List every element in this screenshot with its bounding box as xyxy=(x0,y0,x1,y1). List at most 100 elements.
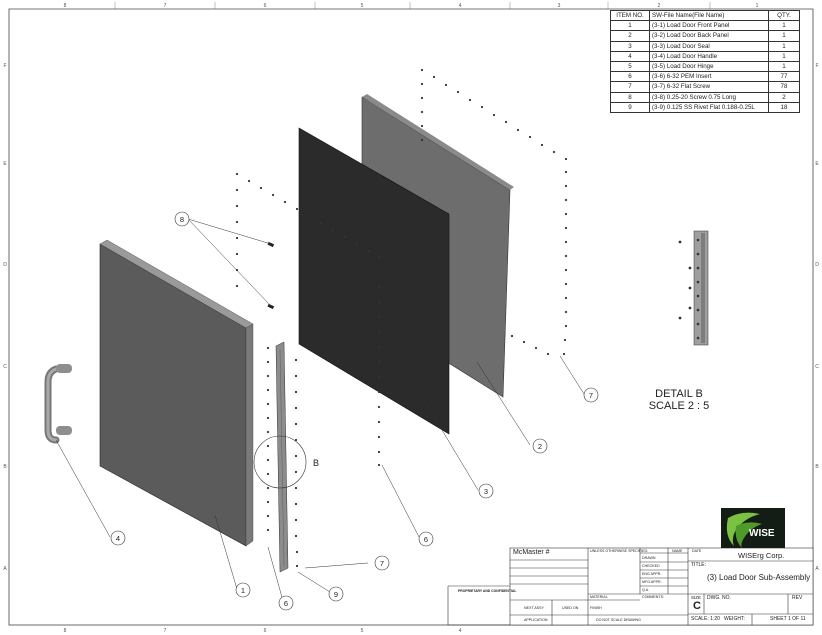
zone-col-6-bottom: 6 xyxy=(264,628,267,634)
bom-header-name: SW-File Name(File Name) xyxy=(649,9,769,22)
bom-header-row: ITEM NO. SW-File Name(File Name) QTY. xyxy=(610,9,800,22)
bom-item: 2 xyxy=(610,30,650,42)
mfg-appr-label: MFG APPR. xyxy=(642,580,662,584)
back-screw-pattern xyxy=(420,68,568,356)
zone-col-7-bottom: 7 xyxy=(164,628,167,634)
bom-header-item: ITEM NO. xyxy=(610,9,650,22)
balloon-7-bottom: 7 xyxy=(380,559,384,568)
eng-appr-label: ENG APPR. xyxy=(642,572,662,576)
bom-item: 4 xyxy=(610,50,650,62)
mcmaster-label: McMaster # xyxy=(513,549,550,556)
bill-of-materials: ITEM NO. SW-File Name(File Name) QTY. 1(… xyxy=(610,9,800,113)
zone-row-c-left: C xyxy=(3,364,7,370)
proprietary-label: PROPRIETARY AND CONFIDENTIAL xyxy=(458,589,517,593)
balloon-1: 1 xyxy=(241,586,245,595)
bom-item: 5 xyxy=(610,60,650,73)
zone-row-a-left: A xyxy=(3,566,7,572)
hinge xyxy=(275,341,289,573)
zone-col-3: 3 xyxy=(558,3,561,9)
next-assy-label: NEXT ASSY xyxy=(524,606,544,610)
name-column: NAME xyxy=(672,549,683,553)
used-on-label: USED ON xyxy=(562,606,579,610)
zone-row-f-right: F xyxy=(815,63,818,69)
detail-b-circle xyxy=(253,435,307,489)
zone-col-2: 2 xyxy=(658,3,661,9)
item-8-screws xyxy=(267,241,275,310)
bom-name: (3-3) Load Door Seal xyxy=(649,40,769,52)
title-label: TITLE: xyxy=(691,562,707,568)
logo-text: WISE xyxy=(749,528,775,539)
bom-item: 3 xyxy=(610,40,650,52)
bom-qty: 77 xyxy=(768,71,800,83)
size-label: SIZE xyxy=(691,595,702,600)
balloon-2: 2 xyxy=(538,442,542,451)
zone-col-5: 5 xyxy=(361,3,364,9)
company-logo xyxy=(721,508,785,548)
company-name: WISErg Corp. xyxy=(738,551,785,560)
balloon-3: 3 xyxy=(484,487,488,496)
drawn-label: DRAWN xyxy=(642,556,656,560)
bom-name: (3-8) 0.25-20 Screw 0.75 Long xyxy=(649,91,769,103)
bom-name: (3-5) Load Door Hinge xyxy=(649,60,769,73)
zone-rows-right: F E D C B A xyxy=(815,63,819,572)
balloon-6-bottom: 6 xyxy=(284,599,288,608)
zone-col-8-bottom: 8 xyxy=(64,628,67,634)
door-handle xyxy=(44,364,72,444)
bom-qty: 1 xyxy=(768,50,800,62)
comments-label: COMMENTS: xyxy=(642,595,664,599)
zone-col-7: 7 xyxy=(164,3,167,9)
zone-row-b-left: B xyxy=(3,464,7,470)
balloon-7: 7 xyxy=(589,391,593,400)
zone-columns-top: 8 7 6 5 4 3 2 1 xyxy=(64,2,759,9)
drawing-title: (3) Load Door Sub-Assembly xyxy=(707,573,811,582)
bom-qty: 78 xyxy=(768,81,800,93)
unless-specified: UNLESS OTHERWISE SPECIFIED: xyxy=(590,549,649,553)
zone-columns-bottom: 8 7 6 5 4 xyxy=(64,628,462,634)
detail-b-marker: B xyxy=(313,458,319,468)
zone-col-4: 4 xyxy=(459,3,462,9)
zone-col-4-bottom: 4 xyxy=(459,628,462,634)
date-column: DATE xyxy=(692,549,702,553)
material-label: MATERIAL xyxy=(590,595,608,599)
bom-item: 1 xyxy=(610,20,650,32)
bom-name: (3-7) 6-32 Flat Screw xyxy=(649,81,769,93)
zone-row-e-left: E xyxy=(3,161,7,167)
balloon-9: 9 xyxy=(334,590,338,599)
rev-label: REV xyxy=(792,595,803,601)
bom-name: (3-9) 0.125 SS Rivet Flat 0.188-0.25L xyxy=(649,101,769,113)
bom-item: 6 xyxy=(610,71,650,83)
hinge-fastener-column xyxy=(266,346,299,568)
do-not-scale: DO NOT SCALE DRAWING xyxy=(596,618,641,622)
detail-title: DETAIL B xyxy=(655,388,703,400)
balloons: 8 4 1 6 9 7 6 3 2 7 xyxy=(110,211,599,611)
zone-col-1: 1 xyxy=(756,3,759,9)
bom-qty: 18 xyxy=(768,101,800,113)
detail-scale: SCALE 2 : 5 xyxy=(648,400,710,412)
balloon-6: 6 xyxy=(424,535,428,544)
bom-qty: 1 xyxy=(768,30,800,42)
zone-row-f-left: F xyxy=(3,63,6,69)
weight-label: WEIGHT: xyxy=(724,616,745,622)
zone-col-8: 8 xyxy=(64,3,67,9)
balloon-8: 8 xyxy=(180,215,184,224)
finish-label: FINISH xyxy=(590,606,602,610)
qa-label: Q.A. xyxy=(642,588,650,592)
bom-name: (3-6) 6-32 PEM Insert xyxy=(649,71,769,83)
bom-qty: 1 xyxy=(768,40,800,52)
zone-col-5-bottom: 5 xyxy=(361,628,364,634)
leader-lines xyxy=(55,218,585,602)
front-panel xyxy=(99,239,254,547)
zone-row-c-right: C xyxy=(815,364,819,370)
bom-qty: 2 xyxy=(768,91,800,103)
zone-row-b-right: B xyxy=(815,464,819,470)
sheet-number: SHEET 1 OF 11 xyxy=(770,616,806,622)
size-value: C xyxy=(693,600,701,612)
